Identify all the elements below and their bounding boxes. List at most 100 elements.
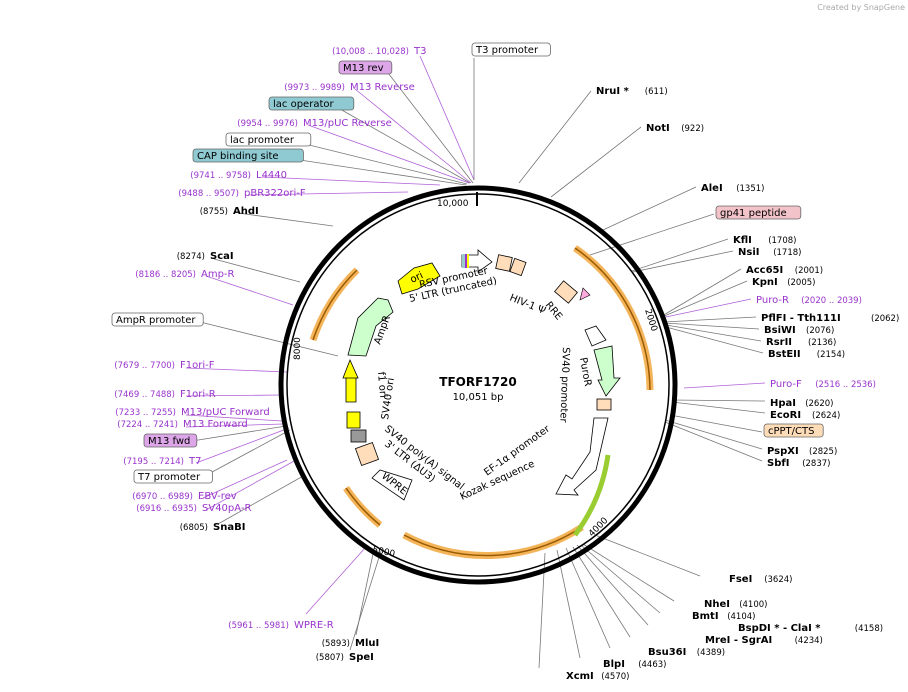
leader-t7 — [195, 427, 290, 464]
ruler-5000: 5000 — [371, 545, 396, 560]
label-m13f: (7224 .. 7241)M13 Forward — [117, 419, 247, 430]
label-name-f1orif: F1ori-F — [180, 360, 215, 371]
label-bsiwi: (2076)BsiWI — [764, 325, 834, 336]
label-lacop: lac operator — [268, 96, 355, 111]
label-name-amprprom: AmpR promoter — [116, 315, 196, 326]
label-alei: (1351)AleI — [701, 183, 764, 194]
label-range-purorr: (2020 .. 2039) — [801, 296, 862, 306]
leader-lacprom — [292, 140, 468, 185]
label-t3prom: T3 promoter — [471, 42, 551, 57]
label-hpai: (2620)HpaI — [770, 398, 833, 409]
sv40prom-feature — [584, 325, 607, 347]
label-name-bspdi: BspDI * - ClaI * — [738, 623, 821, 634]
plasmid-length: 10,051 bp — [453, 392, 504, 403]
label-name-blpi: BlpI — [603, 659, 625, 670]
plasmid-name: TFORF1720 — [439, 375, 516, 389]
label-range-blpi: (4463) — [638, 660, 666, 670]
puror-feature — [593, 345, 621, 397]
backbone-ring — [278, 185, 678, 585]
leader-m13rev — [384, 68, 474, 184]
leader-m13pucf — [185, 414, 283, 422]
leader-kpni — [661, 280, 748, 318]
label-mlui: (5893)MluI — [322, 638, 379, 649]
label-range-bsu36i: (4389) — [697, 648, 725, 658]
label-name-t3: T3 — [413, 46, 426, 57]
label-name-nhei: NheI — [704, 599, 730, 610]
label-m13fwd: M13 fwd — [143, 433, 198, 448]
gp41-feature — [579, 287, 591, 301]
label-sv40pa: (6916 .. 6935)SV40pA-R — [136, 503, 251, 514]
label-name-pflfi: PflFI - Tth111I — [761, 313, 841, 324]
label-name-psp: PspXI — [767, 446, 799, 457]
cppt-feature — [596, 398, 612, 411]
label-name-f1orir: F1ori-R — [180, 389, 216, 400]
leader-spei — [349, 550, 382, 651]
leader-purorr — [660, 298, 752, 319]
label-bsteii: (2154)BstEII — [768, 349, 845, 360]
leader-acc65i — [661, 268, 742, 317]
label-name-cap: CAP binding site — [197, 151, 279, 162]
leader-t3 — [419, 55, 475, 181]
label-bsu36i: (4389)Bsu36I — [648, 647, 725, 658]
label-name-snabi: SnaBI — [213, 522, 245, 533]
label-box-gp41 — [715, 205, 802, 220]
label-box-lacop — [268, 96, 355, 111]
watermark: Created by SnapGene — [817, 3, 905, 12]
label-pbr: (9488 .. 9507) pBR322ori-F — [178, 188, 306, 199]
f1ori-label: f1 ori — [375, 371, 388, 398]
leader-blpi — [556, 549, 581, 659]
label-blpi: (4463) BlpI — [603, 659, 666, 670]
label-name-nsii: NsiI — [738, 247, 759, 258]
label-ebv: (6970 .. 6989)EBV-rev — [132, 491, 236, 502]
leader-wpre — [305, 547, 366, 615]
label-name-ahdi: AhdI — [233, 206, 259, 217]
label-name-mrei: MreI - SgrAI — [705, 635, 772, 646]
label-box-t7prom — [133, 469, 213, 484]
leader-pbr — [247, 191, 409, 196]
leader-bsiwi — [663, 322, 760, 330]
label-name-rsrii: RsrII — [766, 337, 792, 348]
orf-arc-left-bottom-line — [345, 487, 381, 526]
label-name-alei: AleI — [701, 183, 723, 194]
label-range-pbr: (9488 .. 9507) — [178, 189, 239, 199]
label-range-pflfi: (2062) — [871, 314, 899, 324]
ltr3-feature — [354, 441, 380, 467]
label-range-wpre: (5961 .. 5981) — [228, 621, 289, 631]
label-pflfi: (2062) PflFI - Tth111I — [761, 313, 899, 324]
label-name-pbr: pBR322ori-F — [244, 188, 306, 199]
cap-bar — [462, 254, 465, 268]
leader-m13reverse — [354, 88, 472, 184]
leader-sbfi — [664, 421, 763, 462]
label-nsii: (1718)NsiI — [738, 247, 801, 258]
label-range-rsrii: (2136) — [808, 338, 836, 348]
label-kpni: (2005)KpnI — [752, 277, 815, 288]
leader-pflfi — [663, 316, 757, 323]
label-name-purorr: Puro-R — [756, 295, 789, 306]
label-m13rev: M13 rev — [338, 60, 393, 75]
orf-arc-bottom-line — [403, 526, 583, 557]
label-snabi: (6805)SnaBI — [180, 522, 246, 533]
leader-alei — [602, 186, 697, 231]
label-name-sbfi: SbfI — [767, 458, 789, 469]
label-l4440: (9741 .. 9758)L4440 — [190, 170, 287, 181]
sv40ori-feature — [342, 358, 359, 403]
label-m13reverse: (9973 .. 9989)M13 Reverse — [284, 82, 414, 93]
ruler-8000: 8000 — [293, 337, 303, 360]
label-name-m13pucf: M13/pUC Forward — [181, 407, 270, 418]
orf-arc-left-line — [312, 269, 358, 341]
label-name-gp41: gp41 peptide — [720, 208, 787, 219]
label-sbfi: (2837)SbfI — [767, 458, 830, 469]
ltr5-feature — [495, 254, 513, 272]
label-name-wpre: WPRE-R — [294, 620, 334, 631]
label-box-m13fwd — [143, 433, 198, 448]
label-name-hpai: HpaI — [770, 398, 796, 409]
label-name-m13reverse: M13 Reverse — [350, 82, 415, 93]
label-ahdi: (8755)AhdI — [200, 206, 259, 217]
label-f1orir: (7469 .. 7488)F1ori-R — [114, 389, 215, 400]
label-box-cap — [192, 148, 304, 163]
leader-ecori — [671, 401, 766, 414]
puror-label: PuroR — [577, 357, 593, 388]
label-ecori: (2624)EcoRI — [770, 410, 840, 421]
label-range-l4440: (9741 .. 9758) — [190, 171, 251, 181]
label-acc65i: (2001)Acc65I — [746, 265, 823, 276]
